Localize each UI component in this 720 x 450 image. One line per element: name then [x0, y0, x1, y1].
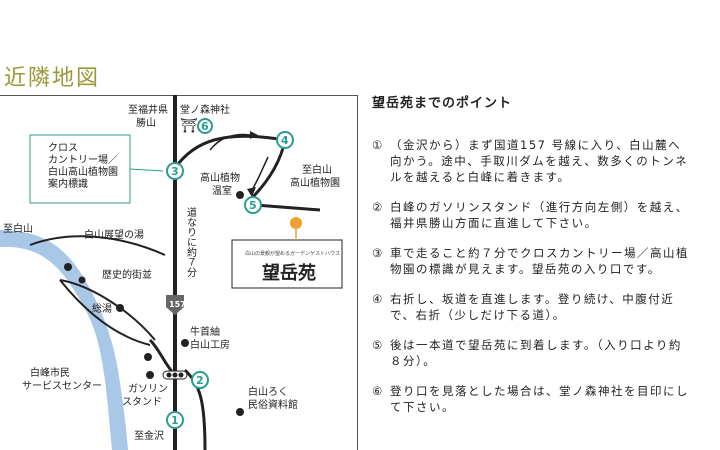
direction-text: 後は一本道で望岳苑に到着します。（入り口より約８分）。 — [390, 338, 682, 368]
direction-item-5: ⑤ 後は一本道で望岳苑に到着します。（入り口より約８分）。 — [372, 337, 692, 369]
torii-icon: ⛩ — [180, 118, 198, 134]
svg-text:勝山: 勝山 — [136, 116, 156, 129]
svg-text:民俗資料館: 民俗資料館 — [248, 398, 298, 411]
neighborhood-map: ⛩ 157 クロス カントリー場／ 白山高山植物園 案内標識 白山の景観が望める… — [0, 95, 343, 450]
svg-text:サービスセンター: サービスセンター — [22, 380, 102, 392]
river — [0, 230, 128, 450]
direction-text: （金沢から）まず国道157 号線に入り、白山麓へ向かう。途中、手取川ダムを越え、… — [390, 138, 689, 184]
page-title: 近隣地図 — [4, 66, 101, 91]
direction-text: 登り口を見落とした場合は、堂ノ森神社を目印にして下さい。 — [390, 384, 689, 414]
dot-gasoline — [146, 371, 154, 379]
direction-mark: ② — [372, 200, 384, 214]
route-shield: 157 — [166, 295, 186, 315]
svg-text:白山展望の湯: 白山展望の湯 — [84, 228, 144, 241]
svg-text:クロス: クロス — [48, 142, 78, 154]
direction-mark: ① — [372, 138, 384, 152]
cross-country-sign — [29, 134, 131, 204]
dot-rekishi — [78, 276, 86, 284]
mountain-road-2 — [248, 139, 287, 202]
dot-souyu — [116, 304, 124, 312]
map-frame — [0, 95, 358, 450]
svg-text:6: 6 — [201, 120, 209, 133]
directions-panel: 望岳苑までのポイント ① （金沢から）まず国道157 号線に入り、白山麓へ向かう… — [372, 92, 692, 429]
arrow-2 — [251, 156, 269, 191]
direction-item-1: ① （金沢から）まず国道157 号線に入り、白山麓へ向かう。途中、手取川ダムを越… — [372, 137, 692, 185]
svg-text:道なりに約７分: 道なりに約７分 — [185, 206, 197, 278]
arrow-1 — [209, 133, 251, 151]
svg-text:白山ろく: 白山ろく — [248, 385, 288, 398]
destination-marker — [290, 217, 302, 229]
direction-mark: ⑥ — [372, 384, 384, 398]
marker-6: 6 — [197, 118, 213, 134]
direction-item-6: ⑥ 登り口を見落とした場合は、堂ノ森神社を目印にして下さい。 — [372, 383, 692, 415]
svg-text:カントリー場／: カントリー場／ — [48, 153, 118, 166]
svg-text:白山工房: 白山工房 — [190, 338, 230, 351]
svg-text:白山の景観が望めるガーデンゲストハウス: 白山の景観が望めるガーデンゲストハウス — [245, 250, 340, 257]
svg-text:高山植物: 高山植物 — [200, 171, 240, 184]
direction-text: 白峰のガソリンスタンド（進行方向左側）を越え、福井県勝山方面に直進して下さい。 — [390, 200, 689, 230]
svg-text:1: 1 — [171, 414, 179, 427]
signboard — [231, 239, 343, 289]
svg-text:牛首紬: 牛首紬 — [190, 325, 220, 338]
svg-text:5: 5 — [249, 199, 257, 212]
direction-item-4: ④ 右折し、坂道を直進します。登り続け、中腹付近で、右折（少しだけ下る道）。 — [372, 291, 692, 323]
direction-text: 右折し、坂道を直進します。登り続け、中腹付近で、右折（少しだけ下る道）。 — [390, 292, 675, 322]
arrow-1-head — [250, 131, 258, 139]
marker-1: 1 — [166, 411, 184, 429]
svg-text:温室: 温室 — [212, 184, 232, 197]
mountain-road-3 — [254, 203, 321, 212]
direction-text: 車で走ること約７分でクロスカントリー場／高山植物園の標識が見えます。望岳苑の入り… — [390, 246, 689, 276]
svg-text:4: 4 — [281, 134, 289, 147]
svg-text:至福井県: 至福井県 — [128, 103, 168, 116]
svg-text:歴史的街並: 歴史的街並 — [102, 268, 152, 281]
side-road — [148, 338, 177, 377]
direction-item-3: ③ 車で走ること約７分でクロスカントリー場／高山植物園の標識が見えます。望岳苑の… — [372, 245, 692, 277]
svg-text:ガソリン: ガソリン — [128, 383, 168, 395]
dot-minzoku — [236, 408, 244, 416]
svg-text:スタンド: スタンド — [122, 396, 162, 408]
direction-item-2: ② 白峰のガソリンスタンド（進行方向左側）を越え、福井県勝山方面に直進して下さい… — [372, 199, 692, 231]
svg-text:望岳苑: 望岳苑 — [262, 262, 316, 284]
svg-text:白山高山植物園: 白山高山植物園 — [48, 165, 118, 178]
town-road-3 — [59, 279, 156, 341]
town-road-2 — [59, 279, 151, 346]
svg-text:総湯: 総湯 — [92, 302, 112, 315]
svg-text:157: 157 — [169, 300, 186, 309]
marker-5: 5 — [244, 196, 262, 214]
mountain-road — [173, 134, 286, 169]
side-road-right — [183, 368, 207, 450]
svg-text:高山植物園: 高山植物園 — [290, 176, 340, 189]
svg-text:案内標識: 案内標識 — [48, 177, 88, 190]
direction-mark: ⑤ — [372, 338, 384, 352]
dot-gyushu — [181, 339, 189, 347]
marker-2: 2 — [191, 371, 209, 389]
town-road-1 — [29, 235, 166, 256]
direction-mark: ④ — [372, 292, 384, 306]
marker-4: 4 — [276, 131, 294, 149]
svg-text:至金沢: 至金沢 — [134, 429, 164, 442]
svg-text:2: 2 — [196, 374, 204, 387]
marker-3: 3 — [166, 162, 184, 180]
dot-onsen — [236, 191, 244, 199]
svg-text:3: 3 — [171, 165, 179, 178]
directions-heading: 望岳苑までのポイント — [372, 96, 513, 111]
svg-text:白峰市民: 白峰市民 — [30, 366, 70, 379]
svg-text:至白山: 至白山 — [302, 163, 332, 176]
svg-text:堂ノ森神社: 堂ノ森神社 — [180, 103, 230, 116]
direction-mark: ③ — [372, 246, 384, 260]
dot-center — [144, 353, 152, 361]
arrow-2-head — [247, 187, 256, 197]
dot-tenbou — [64, 263, 72, 271]
svg-text:至白山: 至白山 — [3, 222, 33, 235]
